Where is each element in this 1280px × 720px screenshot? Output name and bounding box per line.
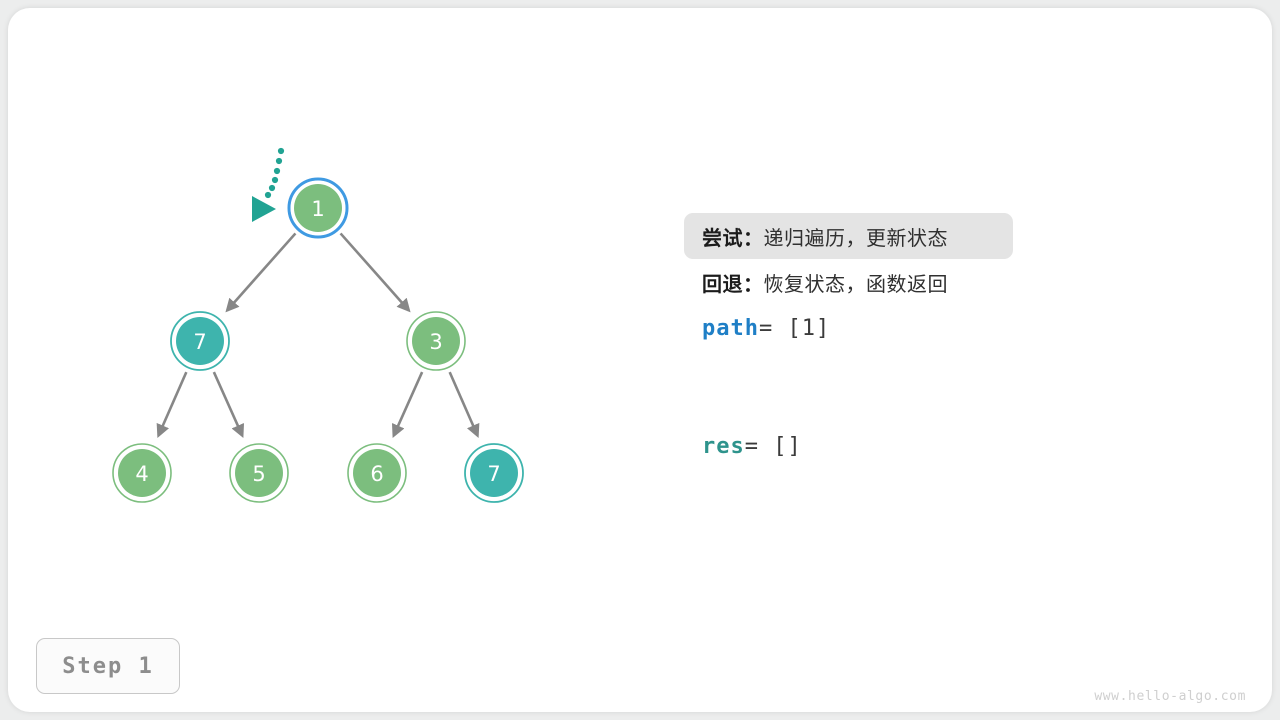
path-variable-value: = [1]	[758, 315, 831, 341]
node-outer-ring	[170, 311, 230, 371]
node-gap-ring	[231, 445, 287, 501]
tree-edge	[448, 371, 480, 438]
node-body	[235, 449, 283, 497]
node-gap-ring	[290, 180, 346, 236]
node-gap-ring	[466, 445, 522, 501]
tree-node-7[interactable]: 7	[464, 443, 524, 503]
node-value-label: 6	[370, 462, 383, 486]
node-gap-ring	[172, 313, 228, 369]
tree-node-6[interactable]: 6	[347, 443, 407, 503]
node-body	[353, 449, 401, 497]
node-outer-ring	[287, 177, 349, 239]
try-label: 尝试：	[702, 225, 764, 250]
try-value: 递归遍历，更新状态	[763, 225, 948, 250]
pointer-dot	[268, 184, 276, 192]
panel-row-try: 尝试： 递归遍历，更新状态	[684, 213, 1013, 259]
panel-row-backtrack: 回退： 恢复状态，函数返回	[684, 259, 1013, 305]
tree-edges	[156, 232, 480, 439]
node-outer-ring	[464, 443, 524, 503]
res-variable-name: res	[702, 433, 745, 459]
pointer-dot	[275, 157, 283, 165]
step-badge: Step 1	[36, 638, 180, 694]
pointer-dot	[264, 191, 272, 199]
res-variable-value: = []	[744, 433, 802, 459]
tree-nodes: 1 7 3 4 5 6 7	[112, 177, 524, 503]
backtrack-value: 恢复状态，函数返回	[763, 271, 948, 296]
node-value-label: 1	[311, 197, 324, 221]
pointer-arrowhead-icon	[252, 196, 276, 222]
node-outer-ring	[347, 443, 407, 503]
pointer-dot	[271, 176, 279, 184]
node-body	[118, 449, 166, 497]
node-outer-ring	[112, 443, 172, 503]
tree-edge	[156, 371, 188, 438]
node-value-label: 3	[429, 330, 442, 354]
node-gap-ring	[114, 445, 170, 501]
panel-row-res: res = []	[684, 423, 1144, 469]
tree-edge	[391, 371, 424, 439]
tree-edge	[225, 232, 297, 313]
tree-edge	[339, 232, 411, 313]
node-body	[176, 317, 224, 365]
tree-node-7[interactable]: 7	[170, 311, 230, 371]
tree-node-5[interactable]: 5	[229, 443, 289, 503]
tree-node-4[interactable]: 4	[112, 443, 172, 503]
traversal-pointer	[252, 147, 285, 222]
node-value-label: 4	[135, 462, 148, 486]
tree-edge	[212, 371, 245, 439]
panel-row-path: path = [1]	[684, 305, 1144, 351]
node-outer-ring	[229, 443, 289, 503]
node-body	[412, 317, 460, 365]
site-watermark: www.hello-algo.com	[1094, 689, 1246, 704]
tree-node-3[interactable]: 3	[406, 311, 466, 371]
node-body	[470, 449, 518, 497]
node-gap-ring	[349, 445, 405, 501]
node-outer-ring	[406, 311, 466, 371]
node-body	[294, 184, 342, 232]
node-value-label: 5	[252, 462, 265, 486]
node-gap-ring	[408, 313, 464, 369]
node-value-label: 7	[193, 330, 206, 354]
state-panel: 尝试： 递归遍历，更新状态 回退： 恢复状态，函数返回 path = [1] r…	[684, 213, 1144, 469]
backtrack-label: 回退：	[702, 271, 764, 296]
path-variable-name: path	[702, 315, 759, 341]
tree-node-1[interactable]: 1	[287, 177, 349, 239]
panel-spacer	[684, 351, 1144, 423]
pointer-dot	[277, 147, 285, 155]
node-value-label: 7	[487, 462, 500, 486]
pointer-dot	[273, 167, 281, 175]
